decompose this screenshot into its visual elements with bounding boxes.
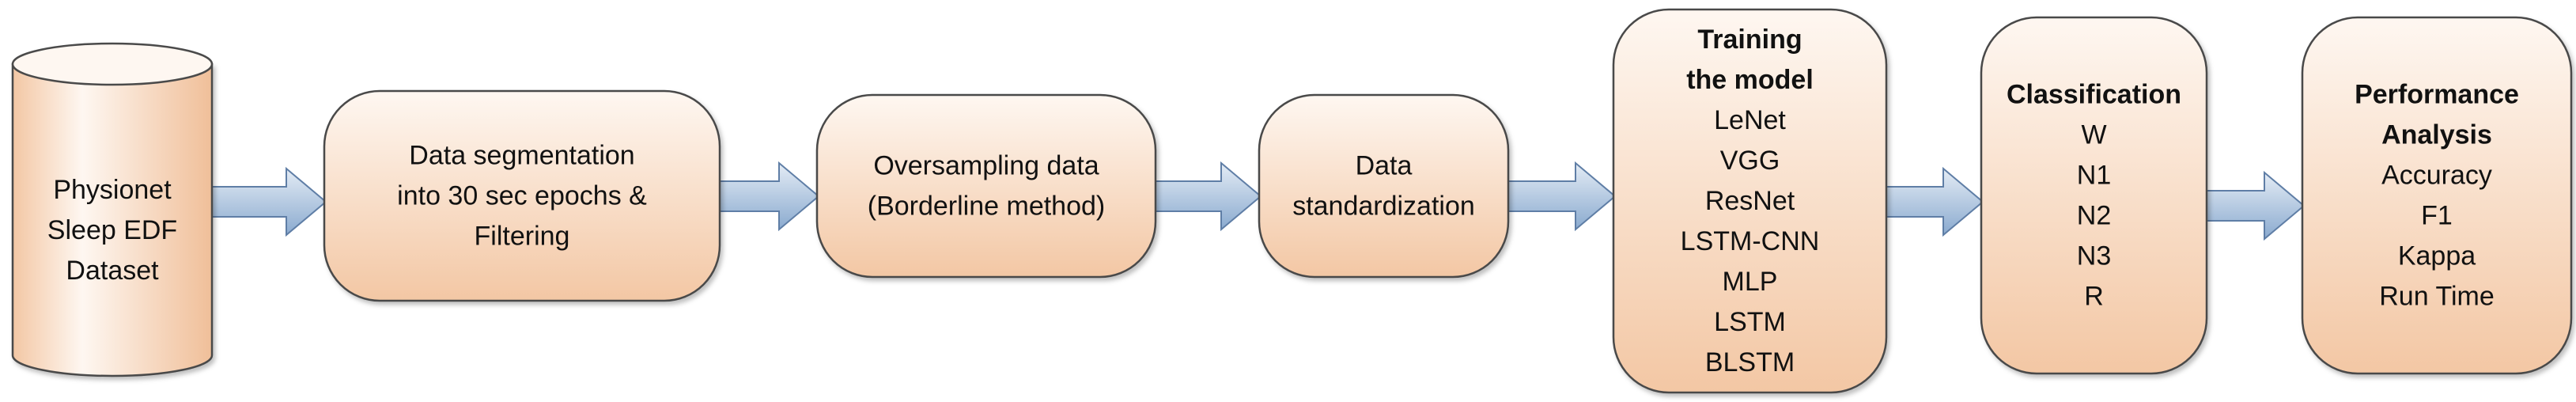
node-label: VGG: [1720, 146, 1780, 176]
node-label: R: [2084, 282, 2104, 312]
flow-arrow: [2204, 170, 2306, 241]
cylinder-body: [11, 63, 214, 377]
node-box: [1258, 93, 1510, 279]
node-label: (Borderline method): [868, 192, 1105, 222]
node-box: [1980, 16, 2208, 375]
node-label: standardization: [1292, 192, 1475, 222]
node-label: N2: [2077, 201, 2111, 231]
node-label: Data: [1356, 151, 1413, 181]
edges-layer: [210, 161, 2306, 241]
node-title: the model: [1686, 65, 1814, 95]
node-label: LSTM-CNN: [1681, 226, 1820, 256]
node-label: Accuracy: [2381, 161, 2492, 191]
flow-arrow: [210, 166, 327, 237]
node-label: N1: [2077, 161, 2111, 191]
node-oversampling: Oversampling data (Borderline method): [815, 93, 1157, 279]
node-label: Oversampling data: [873, 151, 1099, 181]
node-label: into 30 sec epochs &: [397, 181, 647, 211]
node-label: BLSTM: [1705, 347, 1795, 377]
node-label: N3: [2077, 241, 2111, 271]
node-label: F1: [2421, 201, 2453, 231]
flow-arrow: [717, 161, 820, 232]
flow-arrow: [1506, 161, 1617, 232]
node-label: Dataset: [66, 256, 159, 286]
node-box: [1612, 8, 1888, 394]
node-label: MLP: [1723, 267, 1778, 297]
node-title: Classification: [2007, 80, 2181, 110]
node-label: Filtering: [475, 222, 570, 252]
flow-arrow: [1153, 161, 1262, 232]
node-label: W: [2081, 120, 2106, 150]
node-label: Data segmentation: [409, 141, 634, 171]
node-standardization: Data standardization: [1258, 93, 1510, 279]
node-segmentation: Data segmentation into 30 sec epochs & Fil…: [323, 89, 721, 302]
node-title: Training: [1697, 25, 1802, 55]
node-label: LSTM: [1714, 307, 1786, 337]
cylinder-top: [11, 42, 214, 86]
node-label: ResNet: [1705, 186, 1795, 216]
node-label: Run Time: [2379, 282, 2495, 312]
flow-arrow: [1884, 166, 1984, 237]
node-label: Kappa: [2398, 241, 2476, 271]
node-box: [323, 89, 721, 302]
node-box: [2301, 16, 2573, 375]
node-title: Performance: [2355, 80, 2519, 110]
node-label: LeNet: [1714, 105, 1786, 135]
node-box: [815, 93, 1157, 279]
node-label: Sleep EDF: [47, 215, 177, 245]
node-label: Physionet: [53, 175, 172, 205]
node-title: Analysis: [2381, 120, 2492, 150]
